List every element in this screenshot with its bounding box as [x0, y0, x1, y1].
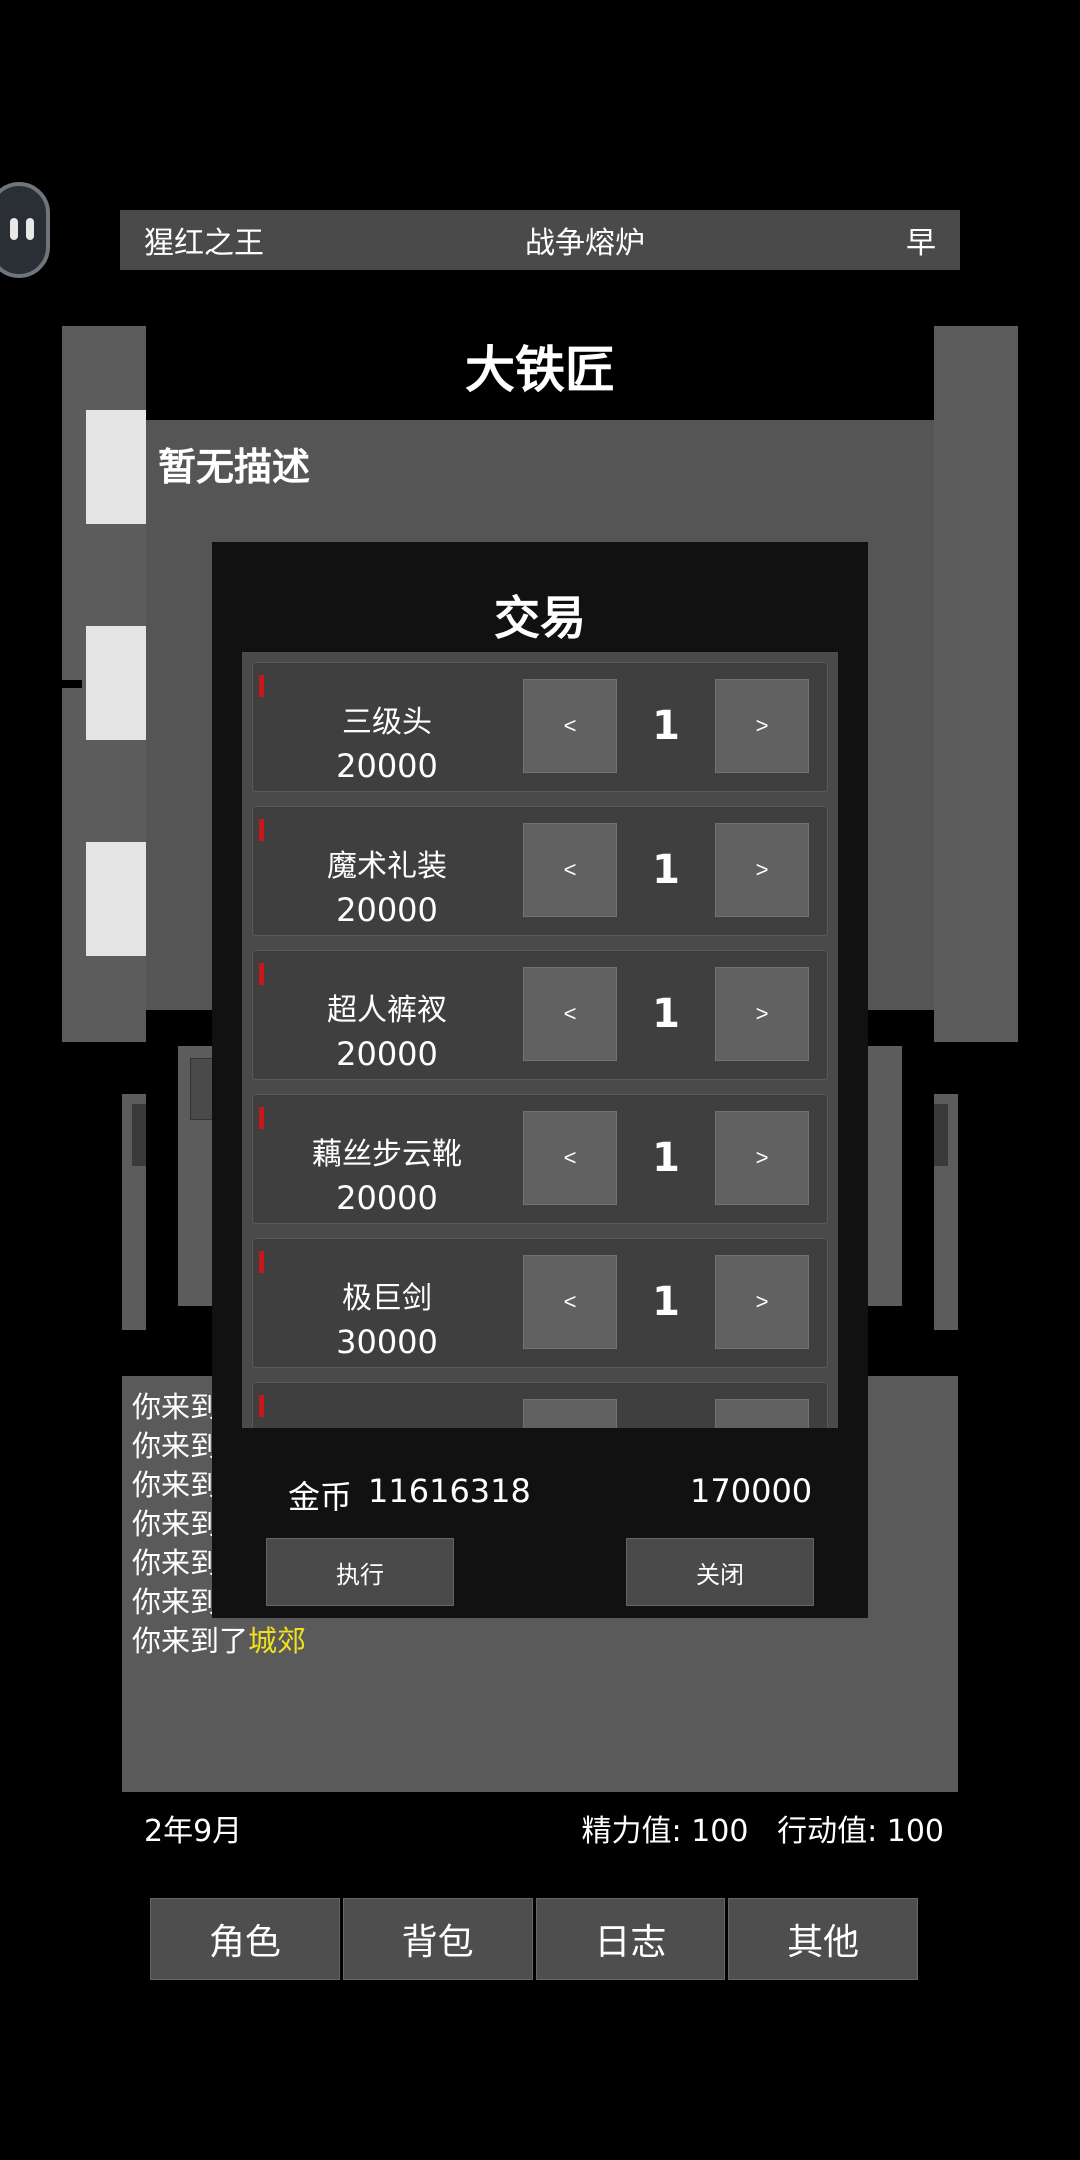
item-quantity: 1: [652, 703, 680, 749]
decrement-button[interactable]: <: [523, 1111, 617, 1205]
trade-dialog: 交易 三级头 20000 < 1 > 魔术礼装 20000 < 1 > 超人裤衩…: [212, 542, 868, 1618]
trade-title: 交易: [494, 591, 586, 645]
nav-journal-button[interactable]: 日志: [535, 1898, 726, 1980]
log-line: 你来到: [132, 1546, 220, 1580]
action-value: 100: [886, 1814, 944, 1849]
item-name: 藕丝步云靴: [312, 1137, 462, 1172]
trade-item-row: 超人裤衩 20000 < 1 >: [252, 950, 828, 1080]
action-label: 行动值:: [777, 1814, 878, 1849]
time-of-day: 早: [906, 226, 936, 261]
item-marker-icon: [259, 1251, 264, 1273]
trade-item-row: 魔术礼装 20000 < 1 >: [252, 806, 828, 936]
log-line: 你来到: [132, 1429, 220, 1463]
trade-item-row: 三级头 20000 < 1 >: [252, 662, 828, 792]
stats-group: 精力值: 100 行动值: 100: [582, 1806, 944, 1850]
increment-button[interactable]: >: [715, 823, 809, 917]
nav-bag-button[interactable]: 背包: [342, 1898, 533, 1980]
top-info-bar: 猩红之王 战争熔炉 早: [120, 210, 960, 270]
close-button[interactable]: 关闭: [626, 1538, 814, 1606]
log-text: 你来到了: [132, 1624, 249, 1658]
item-marker-icon: [259, 819, 264, 841]
increment-button[interactable]: >: [715, 1255, 809, 1349]
item-price: 20000: [336, 1035, 438, 1073]
npc-option-tab[interactable]: [86, 626, 146, 740]
item-price: 20000: [336, 891, 438, 929]
faction-name: 猩红之王: [144, 226, 264, 261]
increment-button[interactable]: [715, 1399, 809, 1428]
item-marker-icon: [259, 963, 264, 985]
item-price: 20000: [336, 747, 438, 785]
bottom-nav: 角色 背包 日志 其他: [150, 1898, 918, 1980]
decrement-button[interactable]: <: [523, 1255, 617, 1349]
item-quantity: 1: [652, 1279, 680, 1325]
npc-option-tab[interactable]: [86, 410, 146, 524]
increment-button[interactable]: >: [715, 679, 809, 773]
decrement-button[interactable]: <: [523, 967, 617, 1061]
log-line: 你来到: [132, 1468, 220, 1502]
npc-option-tab[interactable]: [86, 842, 146, 956]
trade-item-list[interactable]: 三级头 20000 < 1 > 魔术礼装 20000 < 1 > 超人裤衩 20…: [242, 652, 838, 1428]
log-place-highlight: 城郊: [248, 1624, 307, 1658]
gold-label: 金币: [288, 1478, 353, 1516]
item-name: 超人裤衩: [327, 993, 447, 1028]
trade-item-row: 藕丝步云靴 20000 < 1 >: [252, 1094, 828, 1224]
trade-item-row: [252, 1382, 828, 1428]
item-quantity: [617, 1399, 715, 1428]
item-name: 三级头: [342, 705, 432, 740]
item-marker-icon: [259, 675, 264, 697]
floating-assistant-button[interactable]: [0, 182, 50, 278]
decrement-button[interactable]: <: [523, 679, 617, 773]
panel-divider: [62, 680, 82, 688]
gold-value: 11616318: [368, 1472, 531, 1510]
log-line: 你来到: [132, 1390, 220, 1424]
log-line: 你来到: [132, 1507, 220, 1541]
npc-panel-right-strip: [934, 326, 1018, 1042]
trade-total-value: 170000: [690, 1472, 813, 1510]
assistant-eye-icon: [10, 218, 18, 240]
npc-description: 暂无描述: [158, 445, 311, 489]
energy-label: 精力值:: [581, 1814, 682, 1849]
item-name: 极巨剑: [342, 1281, 432, 1316]
log-line: 你来到: [132, 1585, 220, 1619]
game-date: 2年9月: [144, 1814, 243, 1849]
item-quantity: 1: [652, 991, 680, 1037]
item-marker-icon: [259, 1107, 264, 1129]
background-slot: [934, 1104, 948, 1166]
item-price: 20000: [336, 1179, 438, 1217]
npc-name: 大铁匠: [465, 341, 615, 399]
increment-button[interactable]: >: [715, 967, 809, 1061]
increment-button[interactable]: >: [715, 1111, 809, 1205]
execute-button[interactable]: 执行: [266, 1538, 454, 1606]
decrement-button[interactable]: <: [523, 823, 617, 917]
nav-other-button[interactable]: 其他: [728, 1898, 918, 1980]
status-row: 2年9月 精力值: 100 行动值: 100: [144, 1806, 944, 1850]
item-price: 30000: [336, 1323, 438, 1361]
nav-role-button[interactable]: 角色: [150, 1898, 340, 1980]
item-quantity: 1: [652, 1135, 680, 1181]
decrement-button[interactable]: [523, 1399, 617, 1428]
background-slot: [132, 1104, 146, 1166]
location-name: 战争熔炉: [525, 226, 645, 261]
assistant-eye-icon: [26, 218, 34, 240]
item-marker-icon: [259, 1395, 264, 1417]
item-name: 魔术礼装: [327, 849, 447, 884]
log-line-latest: 你来到了城郊: [132, 1622, 948, 1661]
trade-item-row: 极巨剑 30000 < 1 >: [252, 1238, 828, 1368]
item-quantity: 1: [652, 847, 680, 893]
energy-value: 100: [691, 1814, 749, 1849]
